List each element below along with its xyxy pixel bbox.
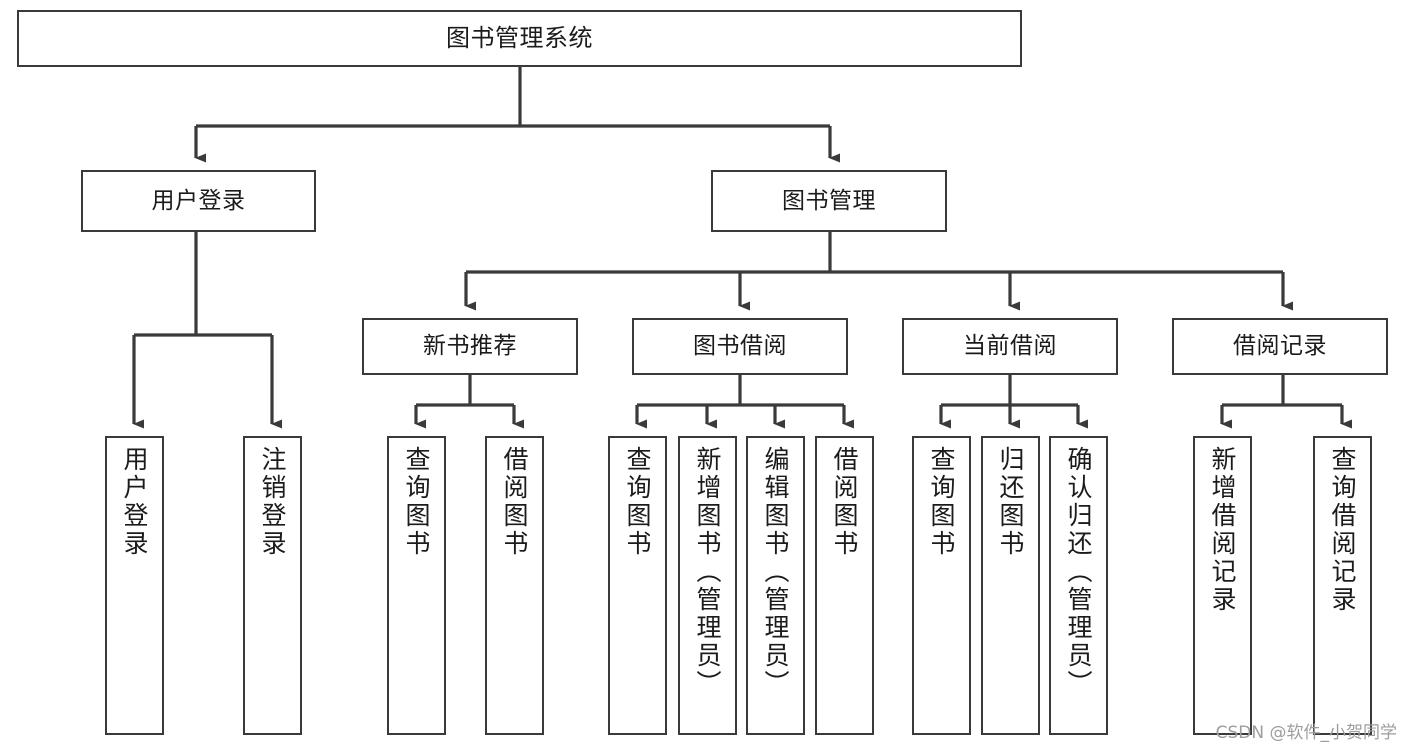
node-user-login[interactable]: 用户登录 (81, 170, 316, 232)
leaf-borrow-edit-book-label: 编辑图书（管理员） (761, 446, 790, 698)
leaf-new-book-borrow[interactable]: 借阅图书 (485, 436, 544, 735)
leaf-borrow-query-book[interactable]: 查询图书 (608, 436, 667, 735)
leaf-record-add[interactable]: 新增借阅记录 (1193, 436, 1252, 735)
node-new-book-recommend[interactable]: 新书推荐 (362, 318, 578, 375)
leaf-current-return-book[interactable]: 归还图书 (981, 436, 1040, 735)
csdn-watermark: CSDN @软件_小贺同学 (1215, 723, 1397, 743)
node-borrow-record-label: 借阅记录 (1233, 333, 1327, 360)
leaf-user-login-signout-label: 注销登录 (258, 446, 287, 558)
node-book-management[interactable]: 图书管理 (711, 170, 947, 232)
leaf-record-add-label: 新增借阅记录 (1208, 446, 1237, 614)
node-current-borrow[interactable]: 当前借阅 (902, 318, 1118, 375)
leaf-borrow-borrow-book-label: 借阅图书 (830, 446, 859, 558)
leaf-current-return-book-label: 归还图书 (996, 446, 1025, 558)
leaf-user-login-signout[interactable]: 注销登录 (243, 436, 302, 735)
leaf-borrow-add-book[interactable]: 新增图书（管理员） (678, 436, 737, 735)
leaf-record-query[interactable]: 查询借阅记录 (1313, 436, 1372, 735)
leaf-current-confirm-return[interactable]: 确认归还（管理员） (1049, 436, 1108, 735)
leaf-borrow-add-book-label: 新增图书（管理员） (693, 446, 722, 698)
leaf-user-login-signin-label: 用户登录 (120, 446, 149, 558)
leaf-user-login-signin[interactable]: 用户登录 (105, 436, 164, 735)
node-root-system-label: 图书管理系统 (446, 23, 593, 52)
node-new-book-recommend-label: 新书推荐 (423, 333, 517, 360)
leaf-new-book-query[interactable]: 查询图书 (387, 436, 446, 735)
node-current-borrow-label: 当前借阅 (963, 333, 1057, 360)
node-book-borrow-label: 图书借阅 (693, 333, 787, 360)
leaf-borrow-edit-book[interactable]: 编辑图书（管理员） (746, 436, 805, 735)
node-borrow-record[interactable]: 借阅记录 (1172, 318, 1388, 375)
node-book-management-label: 图书管理 (782, 187, 876, 214)
leaf-new-book-borrow-label: 借阅图书 (500, 446, 529, 558)
leaf-current-query-book-label: 查询图书 (927, 446, 956, 558)
leaf-current-query-book[interactable]: 查询图书 (912, 436, 971, 735)
node-user-login-label: 用户登录 (151, 187, 246, 214)
leaf-new-book-query-label: 查询图书 (402, 446, 431, 558)
node-book-borrow[interactable]: 图书借阅 (632, 318, 848, 375)
node-root-system[interactable]: 图书管理系统 (17, 10, 1022, 67)
leaf-record-query-label: 查询借阅记录 (1328, 446, 1357, 614)
leaf-current-confirm-return-label: 确认归还（管理员） (1064, 446, 1093, 698)
leaf-borrow-query-book-label: 查询图书 (623, 446, 652, 558)
leaf-borrow-borrow-book[interactable]: 借阅图书 (815, 436, 874, 735)
